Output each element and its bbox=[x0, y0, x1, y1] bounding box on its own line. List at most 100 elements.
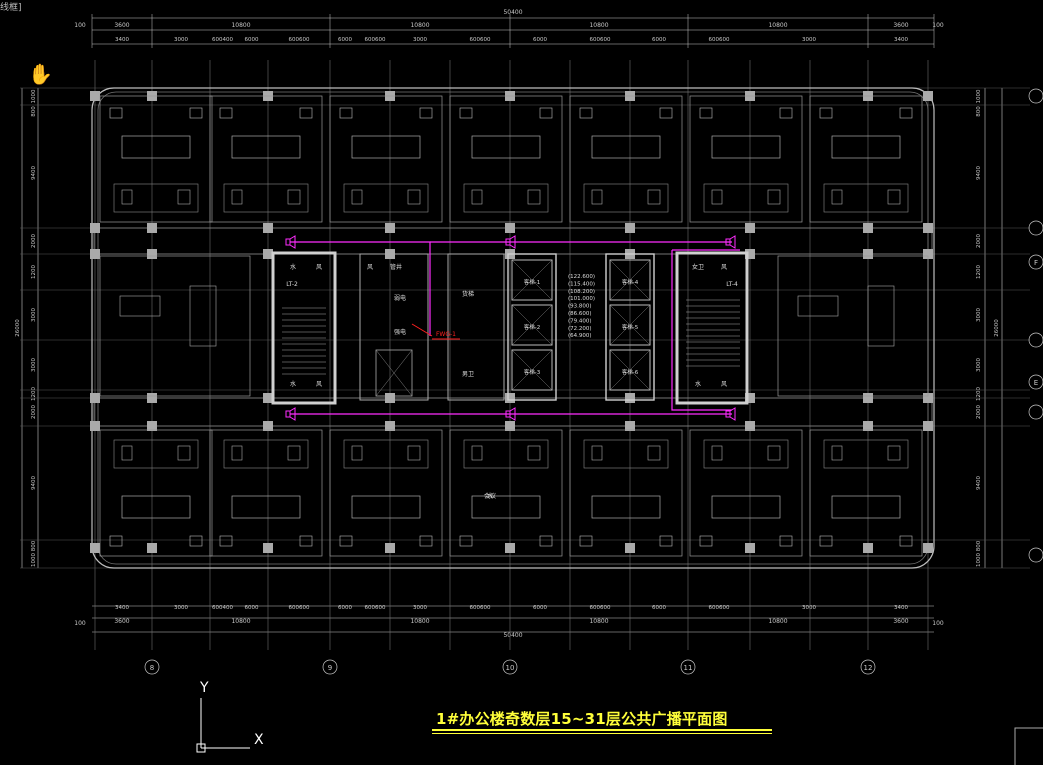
dim-right: 3000 bbox=[976, 358, 982, 372]
axis-bubble bbox=[1028, 332, 1043, 348]
chair bbox=[699, 107, 713, 119]
structural-column bbox=[263, 249, 273, 259]
structural-column bbox=[745, 421, 755, 431]
stair-label: LT-4 bbox=[726, 281, 738, 288]
bed bbox=[591, 495, 661, 519]
dim-left: 2000 bbox=[31, 234, 37, 248]
dim-top-row2: 600600 bbox=[365, 37, 386, 43]
dim-bottom-row1: 10800 bbox=[231, 618, 250, 625]
axis-bubble bbox=[860, 659, 876, 675]
dim-right: 1000 bbox=[976, 89, 982, 103]
structural-column bbox=[923, 91, 933, 101]
elevator-bank-right bbox=[605, 253, 655, 401]
room-label: 风 bbox=[721, 264, 727, 271]
speaker-icon bbox=[285, 410, 291, 418]
room-label: 女卫 bbox=[692, 263, 704, 271]
dim-left: 3000 bbox=[31, 308, 37, 322]
dim-top-row2: 3400 bbox=[894, 37, 908, 43]
structural-column bbox=[625, 223, 635, 233]
axis-label: 9 bbox=[328, 664, 332, 672]
speaker-icon bbox=[729, 407, 736, 421]
dim-bottom-row1: 10800 bbox=[410, 618, 429, 625]
structural-column bbox=[385, 543, 395, 553]
bathroom bbox=[583, 439, 669, 469]
axis-bubble bbox=[1028, 404, 1043, 420]
dim-bottom-row2: 600600 bbox=[590, 605, 611, 611]
room-module bbox=[329, 429, 443, 557]
toilet bbox=[231, 189, 243, 205]
toilet bbox=[351, 445, 363, 461]
dim-bottom-row2: 3000 bbox=[802, 605, 816, 611]
room-label: 强电 bbox=[394, 328, 406, 336]
room-module bbox=[569, 429, 683, 557]
room-label: 水 bbox=[695, 380, 701, 388]
room-module bbox=[809, 95, 923, 223]
toilet-core bbox=[447, 253, 505, 401]
room-wall bbox=[809, 429, 923, 557]
structural-column bbox=[147, 543, 157, 553]
elevator-label: 客梯-6 bbox=[622, 368, 639, 376]
dim-overall-bottom: 50400 bbox=[503, 632, 522, 639]
chair bbox=[819, 107, 833, 119]
dim-bottom-row2: 600600 bbox=[709, 605, 730, 611]
dim-bottom-row1: 10800 bbox=[589, 618, 608, 625]
bed bbox=[231, 495, 301, 519]
structural-column bbox=[745, 543, 755, 553]
wardrobe bbox=[867, 285, 895, 347]
axis-label: 11 bbox=[684, 664, 693, 672]
chair bbox=[189, 535, 203, 547]
bed bbox=[121, 135, 191, 159]
dim-top-row1: 3600 bbox=[893, 22, 908, 29]
ucs-y-label: Y bbox=[200, 680, 209, 696]
window-corner-label: 线框] bbox=[0, 3, 22, 13]
bed bbox=[711, 135, 781, 159]
dim-top-row2: 3000 bbox=[802, 37, 816, 43]
structural-column bbox=[90, 421, 100, 431]
dim-left: 1200 bbox=[31, 265, 37, 279]
bed bbox=[471, 495, 541, 519]
dim-top-row2: 600600 bbox=[289, 37, 310, 43]
structural-column bbox=[923, 543, 933, 553]
dim-bottom-row2: 6000 bbox=[245, 605, 259, 611]
wardrobe bbox=[189, 285, 217, 347]
dim-bottom-row1: 3600 bbox=[893, 618, 908, 625]
structural-column bbox=[147, 421, 157, 431]
shower bbox=[527, 445, 541, 461]
toilet bbox=[711, 189, 723, 205]
bathroom bbox=[823, 439, 909, 469]
room-wall bbox=[99, 429, 213, 557]
structural-column bbox=[863, 249, 873, 259]
toilet bbox=[121, 445, 133, 461]
chair bbox=[109, 107, 123, 119]
structural-column bbox=[385, 393, 395, 403]
elevator-shaft bbox=[511, 304, 553, 346]
toilet bbox=[591, 189, 603, 205]
shower bbox=[767, 445, 781, 461]
axis-bubble bbox=[502, 659, 518, 675]
dim-right: 800 bbox=[976, 540, 982, 551]
structural-column bbox=[863, 393, 873, 403]
structural-column bbox=[505, 223, 515, 233]
bathroom bbox=[583, 183, 669, 213]
structural-column bbox=[505, 393, 515, 403]
chair bbox=[419, 107, 433, 119]
structural-column bbox=[147, 223, 157, 233]
dim-top-row2: 6000 bbox=[533, 37, 547, 43]
room-wall bbox=[329, 95, 443, 223]
structural-column bbox=[625, 543, 635, 553]
room-module bbox=[329, 95, 443, 223]
chair bbox=[819, 535, 833, 547]
chair bbox=[579, 107, 593, 119]
toilet bbox=[831, 189, 843, 205]
structural-column bbox=[923, 249, 933, 259]
shower bbox=[407, 189, 421, 205]
shaft-x bbox=[609, 259, 651, 301]
dim-right: 2000 bbox=[976, 234, 982, 248]
dim-left-total: 26000 bbox=[15, 319, 21, 337]
structural-column bbox=[863, 223, 873, 233]
bathroom bbox=[823, 183, 909, 213]
structural-column bbox=[147, 249, 157, 259]
bed bbox=[231, 135, 301, 159]
structural-column bbox=[147, 393, 157, 403]
